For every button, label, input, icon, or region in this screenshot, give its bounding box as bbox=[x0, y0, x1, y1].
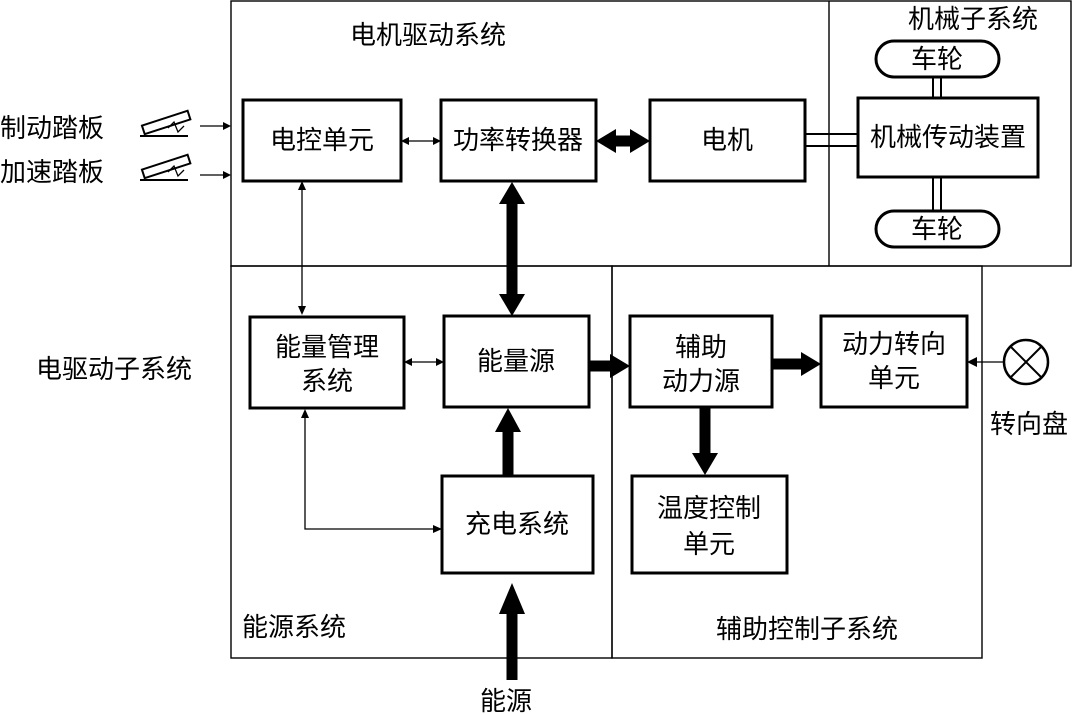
charging-source-link bbox=[495, 408, 521, 476]
wheel-top-label: 车轮 bbox=[911, 45, 963, 75]
brake-pedal-label: 制动踏板 bbox=[0, 114, 104, 144]
aux-control-region bbox=[611, 265, 983, 659]
energy-mgmt-label-line1: 能量管理 bbox=[275, 333, 379, 363]
electric-drive-region-title: 电驱动子系统 bbox=[36, 355, 192, 385]
aux-control-region-title: 辅助控制子系统 bbox=[716, 615, 898, 645]
mgmt-source-link bbox=[404, 358, 444, 366]
accel-pedal-group: 加速踏板 bbox=[0, 153, 231, 188]
energy-input-label: 能源 bbox=[480, 687, 532, 715]
mechanical-region-title: 机械子系统 bbox=[908, 5, 1038, 35]
energy-region-title: 能源系统 bbox=[242, 613, 346, 643]
pedal-icon bbox=[140, 153, 192, 181]
energy-input-link bbox=[499, 583, 525, 680]
charging-mgmt-feedback bbox=[301, 409, 442, 533]
motor-shaft bbox=[805, 133, 858, 147]
ecu-converter-link bbox=[401, 137, 441, 145]
charging-label: 充电系统 bbox=[465, 510, 569, 540]
energy-mgmt-label-line2: 系统 bbox=[301, 367, 353, 397]
steering-wheel-label: 转向盘 bbox=[990, 410, 1068, 440]
aux-steering-link bbox=[772, 352, 821, 376]
temp-control-block bbox=[630, 474, 789, 575]
source-aux-link bbox=[589, 354, 630, 378]
pedal-icon bbox=[140, 109, 192, 137]
accel-pedal-label: 加速踏板 bbox=[0, 158, 104, 188]
aux-power-label-line1: 辅助 bbox=[675, 333, 727, 363]
power-converter-block bbox=[439, 98, 598, 183]
mech-transmission-block bbox=[856, 96, 1040, 179]
converter-energy-link bbox=[499, 182, 525, 316]
energy-mgmt-block bbox=[248, 315, 406, 410]
power-steering-block bbox=[819, 314, 969, 409]
power-converter-label: 功率转换器 bbox=[453, 126, 583, 156]
wheel-axles bbox=[932, 77, 942, 211]
ecu-energy-mgmt-link bbox=[298, 181, 306, 315]
temp-control-label-line1: 温度控制 bbox=[657, 494, 761, 524]
ecu-block bbox=[241, 98, 403, 183]
region-frames bbox=[230, 0, 1072, 659]
converter-motor-link bbox=[596, 129, 650, 153]
aux-temp-link bbox=[692, 407, 718, 475]
motor-label: 电机 bbox=[701, 126, 753, 156]
steering-wheel-group: 转向盘 bbox=[967, 338, 1068, 440]
charging-block bbox=[440, 474, 595, 575]
aux-power-label-line2: 动力源 bbox=[662, 367, 740, 397]
motor-block bbox=[648, 98, 807, 183]
wheel-bottom-label: 车轮 bbox=[911, 215, 963, 245]
brake-pedal-group: 制动踏板 bbox=[0, 109, 231, 144]
energy-source-block bbox=[442, 314, 591, 409]
ecu-label: 电控单元 bbox=[270, 126, 374, 156]
wheel-top bbox=[874, 39, 1001, 79]
power-steering-label-line1: 动力转向 bbox=[842, 330, 946, 360]
motor-drive-region-title: 电机驱动系统 bbox=[350, 21, 506, 51]
mech-transmission-label: 机械传动装置 bbox=[870, 123, 1026, 153]
power-steering-label-line2: 单元 bbox=[868, 364, 920, 394]
energy-source-label: 能量源 bbox=[477, 347, 555, 377]
steering-wheel-icon bbox=[1002, 338, 1050, 386]
temp-control-label-line2: 单元 bbox=[683, 530, 735, 560]
wheel-bottom bbox=[874, 209, 1001, 249]
